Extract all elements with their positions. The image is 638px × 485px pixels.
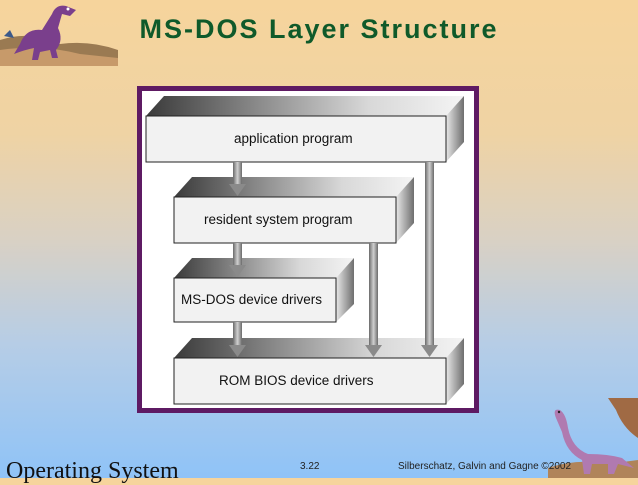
layer-msdos-drivers (173, 258, 354, 323)
layer-label-rom-bios: ROM BIOS device drivers (219, 373, 374, 388)
dinosaur-icon-bottom-right (548, 398, 638, 478)
arrow-resident-to-rom (365, 243, 382, 357)
dinosaur-icon-top-left (0, 5, 118, 66)
layer-label-resident: resident system program (204, 212, 353, 227)
layer-resident (173, 177, 414, 244)
layer-rom-bios (173, 338, 464, 405)
arrow-app-to-resident (229, 162, 246, 196)
layer-application (145, 96, 464, 163)
page-number: 3.22 (300, 461, 320, 472)
layer-label-msdos-drivers: MS-DOS device drivers (181, 292, 323, 307)
slide-title: MS-DOS Layer Structure (139, 14, 499, 44)
arrow-app-to-rom (421, 162, 438, 357)
footer-credit: Silberschatz, Galvin and Gagne ©2002 (398, 461, 572, 472)
footer-course-title: Operating System (6, 458, 179, 484)
arrow-msdos-to-rom (229, 322, 246, 357)
arrow-resident-to-msdos (229, 243, 246, 277)
layer-label-application: application program (234, 131, 353, 146)
